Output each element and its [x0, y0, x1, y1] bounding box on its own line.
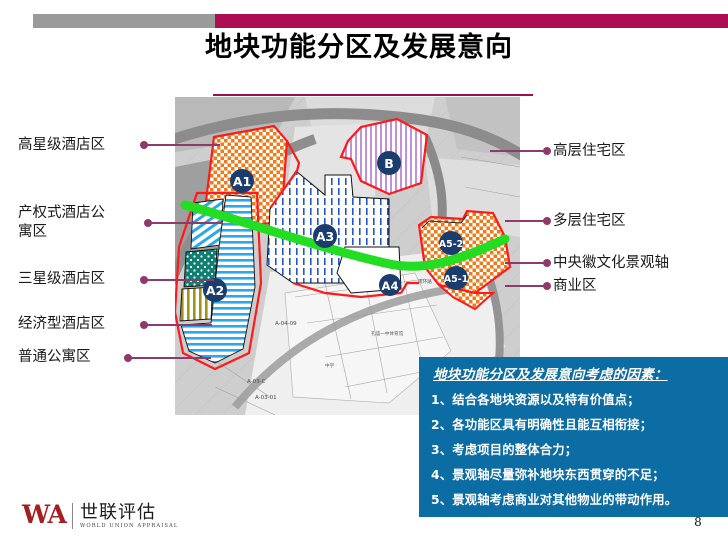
svg-text:A-03-C: A-03-C — [247, 379, 266, 385]
page-number: 8 — [694, 515, 702, 529]
connector-dot-three-star-hotel — [140, 276, 148, 284]
header-gray-bar — [33, 14, 215, 28]
logo-name-en: WORLD UNION APPRAISAL — [80, 523, 179, 529]
logo-name-cn: 世联评估 — [80, 502, 156, 523]
svg-text:孔庙一中体育馆: 孔庙一中体育馆 — [371, 330, 404, 337]
connector-three-star-hotel — [144, 279, 214, 281]
svg-text:A5-2: A5-2 — [439, 239, 464, 250]
label-budget-hotel: 经济型酒店区 — [18, 316, 105, 332]
label-ordinary-apartment: 普通公寓区 — [18, 349, 91, 365]
logo-mark-wa: WA — [22, 500, 67, 529]
connector-dot-mid-rise-residential — [543, 217, 551, 225]
svg-text:B: B — [384, 156, 394, 171]
connector-high-star-hotel — [144, 144, 220, 146]
connector-strata-hotel-apartment — [148, 222, 223, 224]
connector-budget-hotel — [144, 324, 212, 326]
svg-text:A2: A2 — [206, 283, 224, 298]
title-underline-rule — [213, 94, 533, 96]
label-high-star-hotel: 高星级酒店区 — [18, 137, 105, 153]
svg-text:A5-1: A5-1 — [444, 274, 469, 285]
connector-high-rise-residential — [490, 150, 545, 152]
parcel-badges: A1 B A3 A4 A2 A5-2 A5-1 — [203, 151, 468, 302]
page-title: 地块功能分区及发展意向 — [205, 32, 513, 63]
factors-list: 1、结合各地块资源以及特有价值点； 2、各功能区具有明确性且能互相衔接； 3、考… — [431, 388, 723, 513]
label-central-huizhou-culture-axis: 中央徽文化景观轴 — [553, 255, 669, 271]
svg-text:中学: 中学 — [325, 362, 335, 369]
site-plan-map[interactable]: A-04-09 A-03-C A-03-01 孔庙一中体育馆 中学 南环路 新安… — [175, 97, 520, 415]
svg-text:A-03-01: A-03-01 — [255, 395, 277, 401]
svg-text:南环路: 南环路 — [418, 278, 432, 285]
label-commercial-zone: 商业区 — [553, 278, 597, 294]
factor-item-3: 3、考虑项目的整体合力； — [431, 443, 578, 457]
factors-title: 地块功能分区及发展意向考虑的因素： — [433, 367, 668, 383]
label-three-star-hotel: 三星级酒店区 — [18, 271, 105, 287]
connector-central-huizhou-culture-axis — [505, 262, 545, 264]
svg-text:A1: A1 — [233, 174, 251, 189]
connector-dot-high-star-hotel — [140, 141, 148, 149]
connector-ordinary-apartment — [128, 357, 211, 359]
factor-item-1: 1、结合各地块资源以及特有价值点； — [431, 393, 640, 407]
svg-text:A4: A4 — [382, 279, 399, 293]
connector-dot-strata-hotel-apartment — [144, 219, 152, 227]
svg-text:A3: A3 — [316, 229, 334, 244]
label-strata-hotel-apartment: 产权式酒店公 寓区 — [18, 205, 105, 240]
logo-divider — [72, 503, 73, 529]
svg-text:A-04-09: A-04-09 — [275, 321, 297, 327]
connector-commercial-zone — [505, 285, 545, 287]
company-logo: WA 世联评估 WORLD UNION APPRAISAL — [22, 500, 182, 534]
header-crimson-bar — [215, 14, 728, 28]
factor-item-4: 4、景观轴尽量弥补地块东西贯穿的不足； — [431, 468, 665, 482]
label-mid-rise-residential: 多层住宅区 — [553, 213, 626, 229]
connector-dot-central-huizhou-culture-axis — [543, 259, 551, 267]
label-high-rise-residential: 高层住宅区 — [553, 143, 626, 159]
connector-dot-commercial-zone — [543, 282, 551, 290]
site-boundary — [270, 140, 419, 299]
connector-dot-ordinary-apartment — [124, 354, 132, 362]
connector-dot-high-rise-residential — [543, 147, 551, 155]
factors-callout-box: 地块功能分区及发展意向考虑的因素： 1、结合各地块资源以及特有价值点； 2、各功… — [419, 357, 728, 517]
connector-dot-budget-hotel — [140, 321, 148, 329]
factor-item-5: 5、景观轴考虑商业对其他物业的带动作用。 — [431, 493, 678, 507]
connector-mid-rise-residential — [505, 220, 545, 222]
green-culture-axis — [180, 200, 510, 271]
factor-item-2: 2、各功能区具有明确性且能互相衔接； — [431, 418, 653, 432]
